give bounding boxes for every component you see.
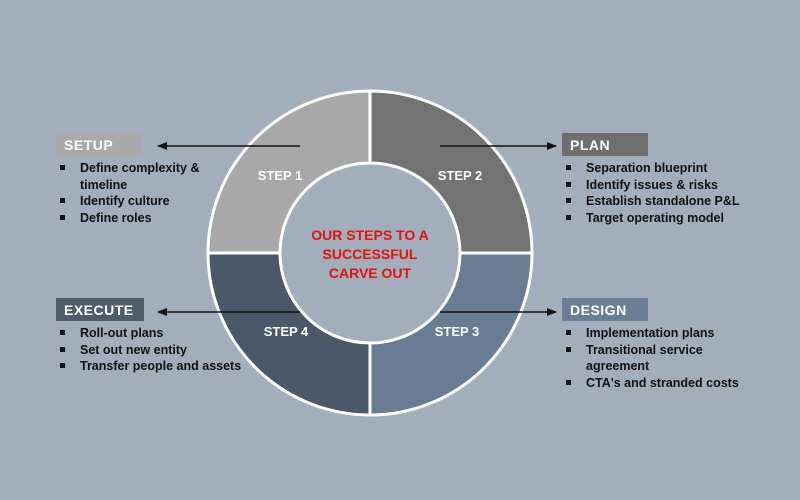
setup-list: Define complexity & timeline Identify cu…	[56, 160, 256, 226]
plan-title: PLAN	[562, 133, 648, 156]
list-item: Define complexity &	[56, 160, 256, 177]
step-3-segment	[368, 251, 534, 417]
design-list: Implementation plans Transitional servic…	[562, 325, 782, 391]
setup-panel: SETUP Define complexity & timeline Ident…	[56, 133, 256, 226]
step-4-label: STEP 4	[264, 324, 309, 339]
step-2-label: STEP 2	[438, 168, 483, 183]
execute-list: Roll-out plans Set out new entity Transf…	[56, 325, 266, 375]
list-item: Identify culture	[56, 193, 256, 210]
list-item: Roll-out plans	[56, 325, 266, 342]
step-1-segment	[206, 89, 372, 255]
step-4-segment	[206, 251, 372, 417]
plan-panel: PLAN Separation blueprint Identify issue…	[562, 133, 782, 226]
list-item: Transitional service	[562, 342, 782, 359]
list-item: Transfer people and assets	[56, 358, 266, 375]
list-item: Target operating model	[562, 210, 782, 227]
list-item-continuation: agreement	[586, 359, 650, 373]
list-item: Implementation plans	[562, 325, 782, 342]
list-item: Set out new entity	[56, 342, 266, 359]
list-item: Identify issues & risks	[562, 177, 782, 194]
center-title-line-1: OUR STEPS TO A	[311, 227, 428, 243]
execute-panel: EXECUTE Roll-out plans Set out new entit…	[56, 298, 266, 375]
center-title-line-3: CARVE OUT	[329, 265, 412, 281]
list-item: Define roles	[56, 210, 256, 227]
step-1-label: STEP 1	[258, 168, 303, 183]
list-item-continuation: timeline	[80, 177, 128, 192]
center-title-line-2: SUCCESSFUL	[323, 246, 418, 262]
list-item: Separation blueprint	[562, 160, 782, 177]
setup-title: SETUP	[56, 133, 142, 156]
execute-title: EXECUTE	[56, 298, 144, 321]
design-title: DESIGN	[562, 298, 648, 321]
list-item: CTA's and stranded costs	[562, 375, 782, 392]
step-2-segment	[368, 89, 534, 255]
center-circle	[282, 165, 458, 341]
list-item: Establish standalone P&L	[562, 193, 782, 210]
plan-list: Separation blueprint Identify issues & r…	[562, 160, 782, 226]
step-3-label: STEP 3	[435, 324, 480, 339]
design-panel: DESIGN Implementation plans Transitional…	[562, 298, 782, 391]
